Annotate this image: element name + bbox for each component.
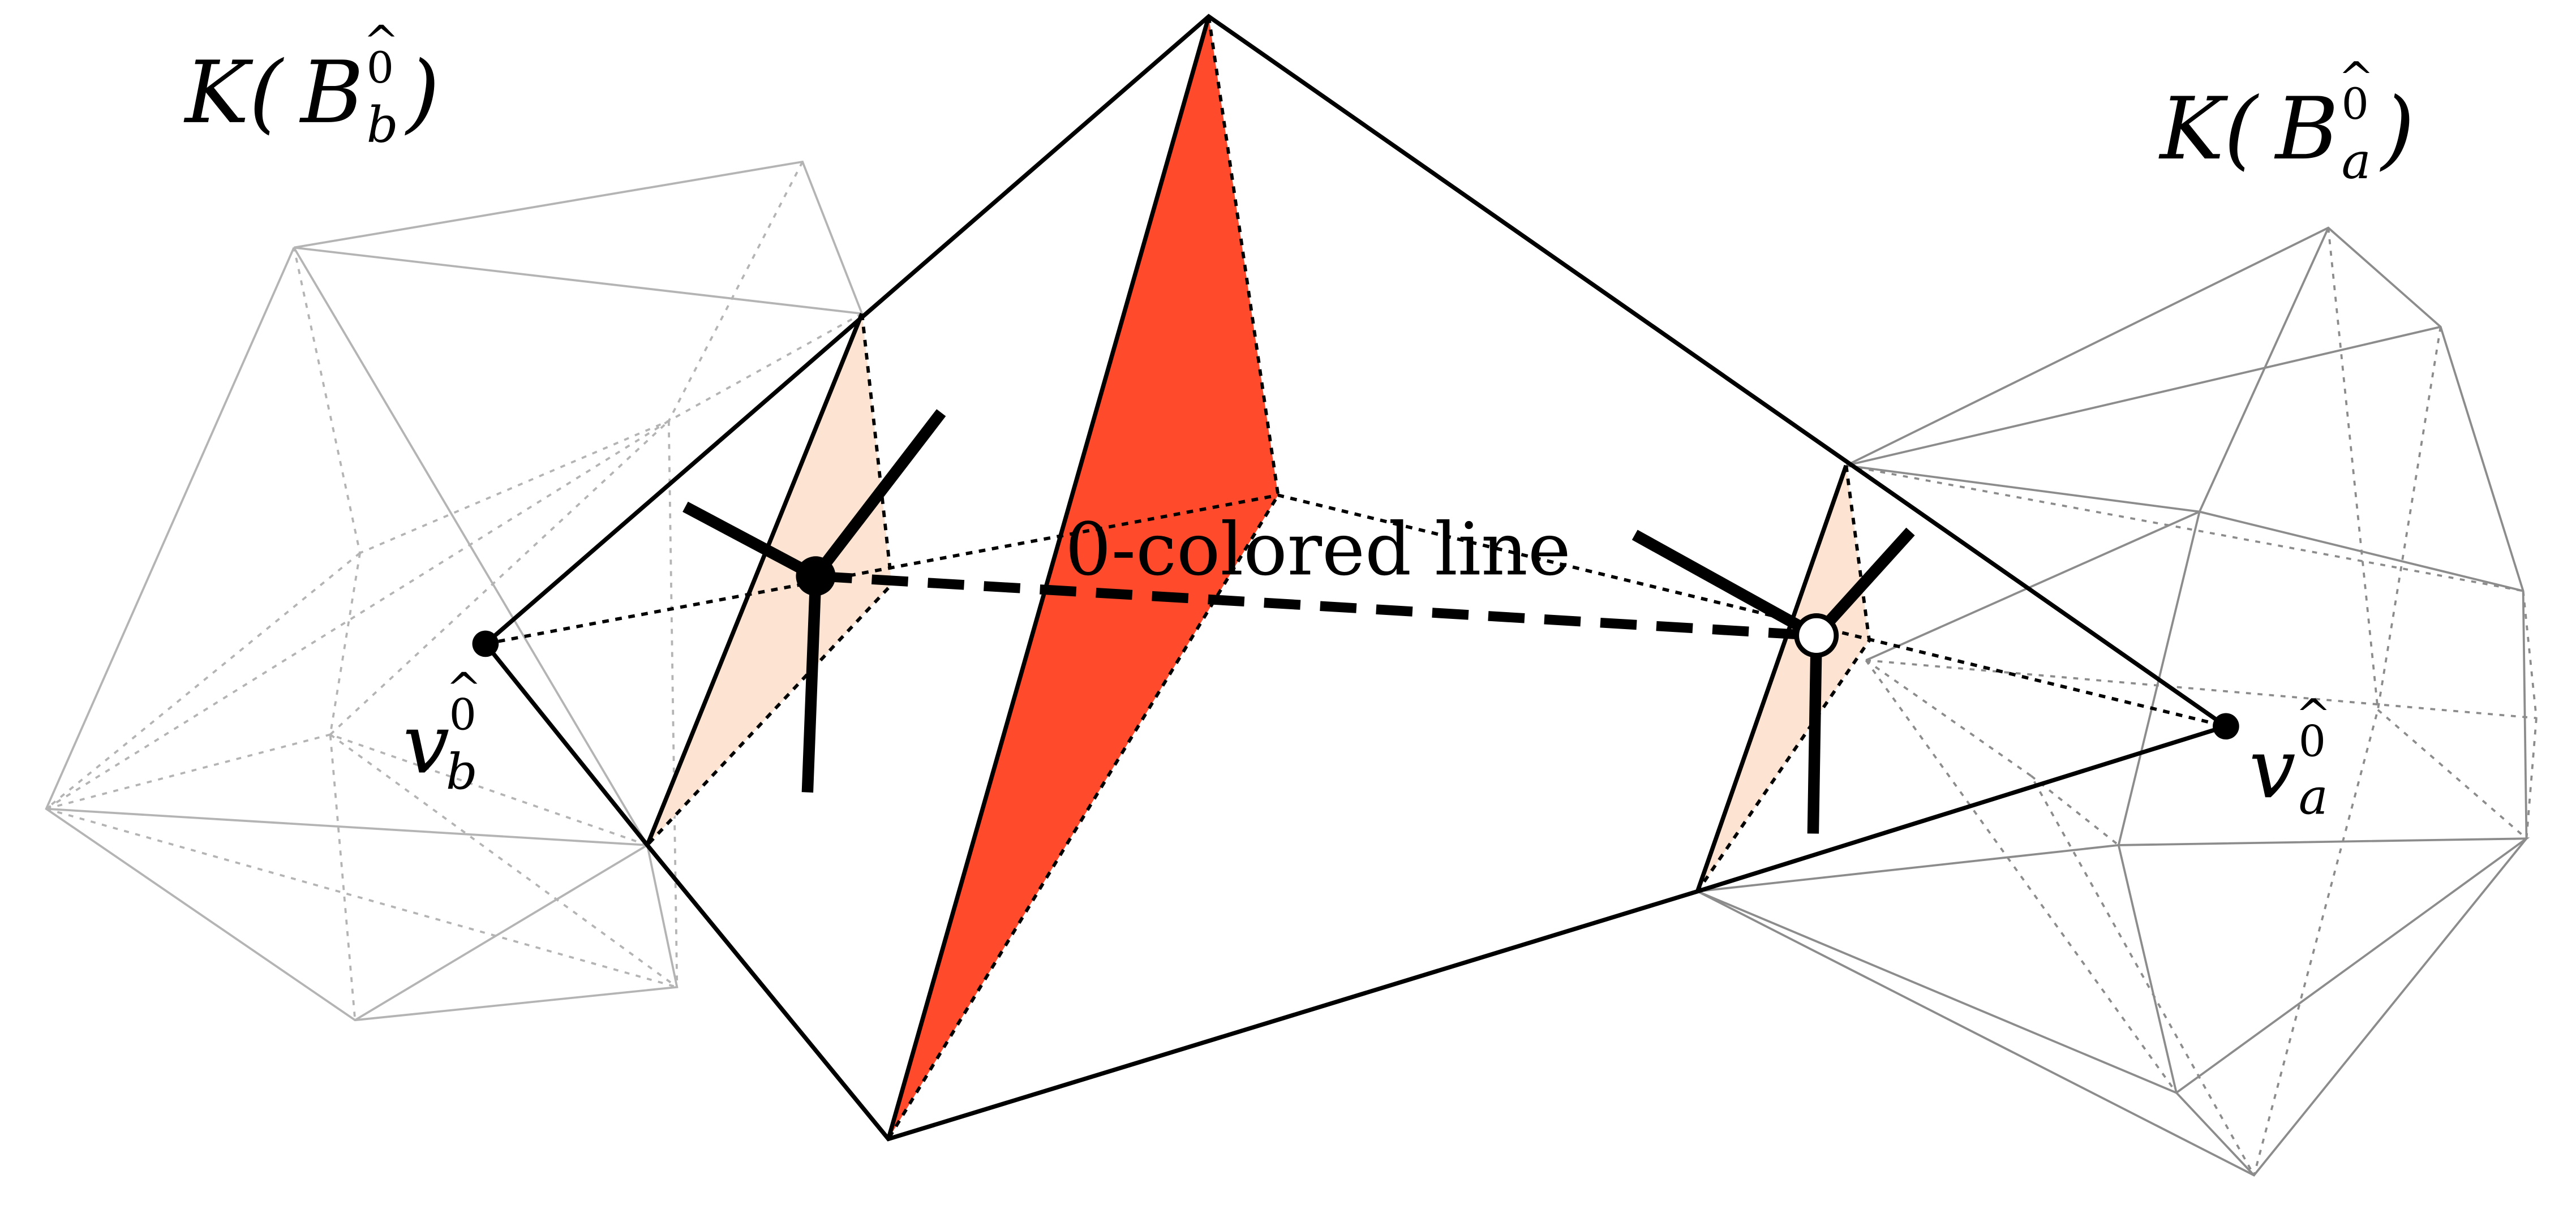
svg-text:v: v bbox=[2249, 721, 2295, 817]
svg-text:^: ^ bbox=[363, 16, 400, 66]
central-hidden-edges bbox=[485, 16, 2227, 1140]
svg-text:0: 0 bbox=[367, 43, 394, 93]
left-star-center bbox=[796, 556, 836, 596]
svg-text:K(: K( bbox=[183, 42, 284, 143]
svg-text:a: a bbox=[2342, 132, 2371, 190]
svg-text:B: B bbox=[299, 42, 364, 143]
vertex-a-label: v ^ 0 a bbox=[2249, 690, 2331, 826]
svg-text:a: a bbox=[2299, 768, 2328, 825]
complex-b-polytope bbox=[45, 160, 863, 1022]
complex-a-hidden-edges bbox=[1845, 227, 2538, 1176]
svg-text:b: b bbox=[446, 743, 478, 801]
right-star-center bbox=[1794, 613, 1839, 658]
left-star-node bbox=[682, 409, 946, 793]
complex-b-solid-edges bbox=[45, 160, 863, 1022]
svg-text:B: B bbox=[2274, 79, 2339, 179]
left-dual-face bbox=[647, 313, 892, 845]
svg-text:^: ^ bbox=[2338, 53, 2375, 102]
svg-text:K(: K( bbox=[2158, 79, 2259, 179]
svg-text:0: 0 bbox=[2299, 716, 2326, 766]
central-dual-face bbox=[888, 16, 1278, 1139]
svg-text:): ) bbox=[405, 42, 440, 143]
right-star-node bbox=[1632, 527, 1915, 834]
svg-text:v: v bbox=[403, 697, 449, 793]
svg-text:): ) bbox=[2380, 79, 2415, 179]
complex-b-hidden-edges bbox=[45, 161, 863, 1021]
complex-a-label: K( B ^ 0 a ) bbox=[2158, 53, 2415, 190]
svg-text:0: 0 bbox=[2342, 79, 2369, 129]
svg-text:^: ^ bbox=[446, 664, 482, 713]
svg-text:0: 0 bbox=[449, 690, 476, 740]
vertex-b-dot bbox=[472, 630, 499, 657]
svg-text:b: b bbox=[367, 96, 398, 154]
svg-text:^: ^ bbox=[2295, 690, 2332, 740]
complex-b-label: K( B ^ 0 b ) bbox=[183, 16, 440, 154]
right-dual-face bbox=[1697, 465, 1870, 892]
vertex-b-label: v ^ 0 b bbox=[403, 664, 482, 801]
vertex-a-dot bbox=[2213, 713, 2239, 740]
line-caption: 0-colored line bbox=[1065, 507, 1571, 592]
